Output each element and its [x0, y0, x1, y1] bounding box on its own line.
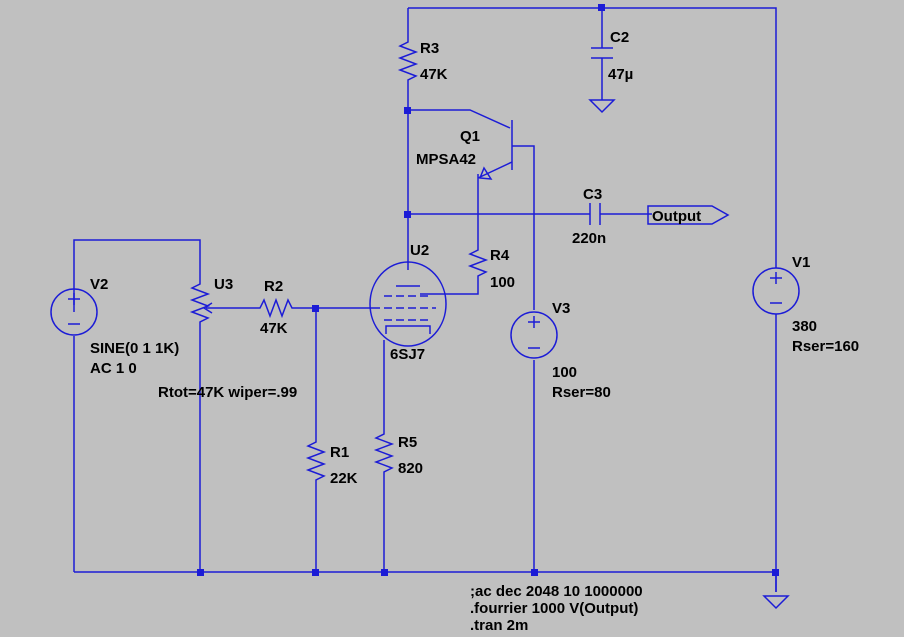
c2-ref: C2 — [610, 29, 629, 46]
resistor-r1[interactable] — [305, 436, 327, 492]
u2-ref: U2 — [410, 242, 429, 259]
q1-value: MPSA42 — [416, 151, 476, 168]
output-label-text: Output — [652, 208, 701, 225]
u3-ref: U3 — [214, 276, 233, 293]
v1-value: 380 — [792, 318, 817, 335]
junction — [772, 569, 779, 576]
junction — [598, 4, 605, 11]
wires — [73, 7, 777, 592]
u2-value: 6SJ7 — [390, 346, 425, 363]
voltage-source-v1[interactable] — [752, 267, 800, 315]
junction — [312, 305, 319, 312]
junction — [404, 107, 411, 114]
wire-r4-screen — [420, 278, 479, 295]
capacitor-c2[interactable] — [591, 47, 613, 59]
potentiometer-u3[interactable] — [189, 278, 222, 328]
resistor-r4[interactable] — [467, 244, 489, 278]
junctions — [197, 4, 779, 576]
spice-directive-ac[interactable]: ;ac dec 2048 10 1000000 — [470, 583, 643, 600]
v2-value: SINE(0 1 1K) — [90, 340, 179, 357]
v3-param: Rser=80 — [552, 384, 611, 401]
resistor-r2[interactable] — [254, 297, 296, 319]
v1-param: Rser=160 — [792, 338, 859, 355]
ground-symbol-main — [762, 595, 790, 610]
c3-ref: C3 — [583, 186, 602, 203]
junction — [531, 569, 538, 576]
r5-ref: R5 — [398, 434, 417, 451]
junction — [197, 569, 204, 576]
r2-value: 47K — [260, 320, 288, 337]
junction — [381, 569, 388, 576]
v1-ref: V1 — [792, 254, 810, 271]
u3-param: Rtot=47K wiper=.99 — [158, 384, 297, 401]
v3-ref: V3 — [552, 300, 570, 317]
transistor-q1[interactable] — [477, 120, 513, 180]
spice-directive-fourier[interactable]: .fourrier 1000 V(Output) — [470, 600, 638, 617]
v3-value: 100 — [552, 364, 577, 381]
junction — [312, 569, 319, 576]
v2-param: AC 1 0 — [90, 360, 137, 377]
r2-ref: R2 — [264, 278, 283, 295]
r1-ref: R1 — [330, 444, 349, 461]
tube-u2[interactable] — [369, 261, 447, 347]
c2-value: 47µ — [608, 66, 633, 83]
spice-directive-tran[interactable]: .tran 2m — [470, 617, 528, 634]
r3-ref: R3 — [420, 40, 439, 57]
r4-value: 100 — [490, 274, 515, 291]
r1-value: 22K — [330, 470, 358, 487]
c3-value: 220n — [572, 230, 606, 247]
output-net-label[interactable]: Output — [647, 205, 730, 225]
resistor-r3[interactable] — [397, 36, 419, 86]
junction — [404, 211, 411, 218]
voltage-source-v2[interactable] — [50, 288, 98, 336]
wire-v2-top — [73, 239, 201, 312]
wire-q1-base — [512, 145, 535, 310]
capacitor-c3[interactable] — [589, 203, 601, 225]
wire-q1-collector — [408, 109, 511, 129]
r5-value: 820 — [398, 460, 423, 477]
voltage-source-v3[interactable] — [510, 311, 558, 359]
wire-top-rail — [408, 7, 777, 268]
r3-value: 47K — [420, 66, 448, 83]
v2-ref: V2 — [90, 276, 108, 293]
q1-ref: Q1 — [460, 128, 480, 145]
ground-symbol-c2 — [588, 99, 616, 114]
resistor-r5[interactable] — [373, 428, 395, 484]
r4-ref: R4 — [490, 247, 510, 264]
